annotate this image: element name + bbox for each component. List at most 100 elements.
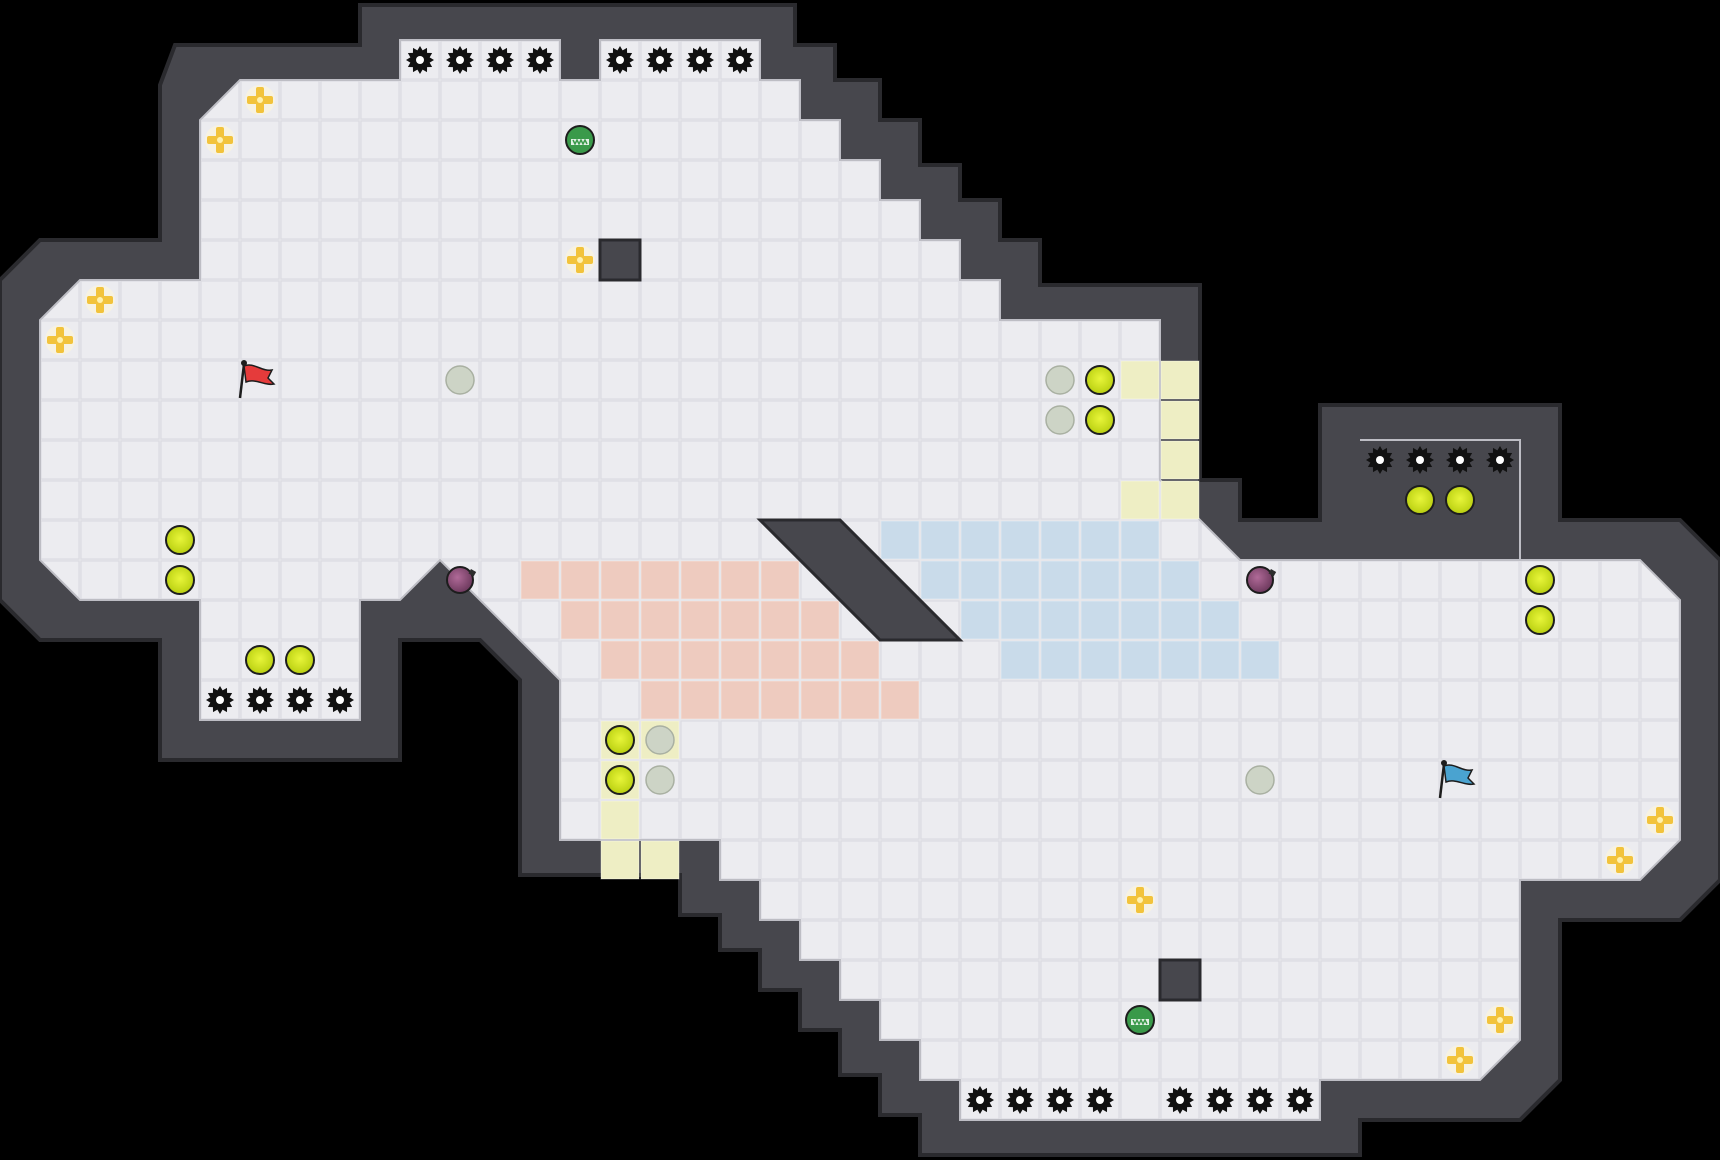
yellow-button[interactable] <box>285 645 315 675</box>
powerup-zigzag <box>572 138 588 146</box>
spike-core <box>1416 456 1424 464</box>
red-flag-icon[interactable] <box>238 360 276 399</box>
spike-core <box>976 1096 984 1104</box>
boost-icon[interactable] <box>205 125 235 155</box>
spike-core <box>416 56 424 64</box>
spike-core <box>1016 1096 1024 1104</box>
yellow-button[interactable] <box>1085 365 1115 395</box>
red-zone-tile <box>720 600 760 640</box>
yellow-button[interactable] <box>165 525 195 555</box>
neutral-button[interactable] <box>645 725 675 755</box>
spike-core <box>536 56 544 64</box>
yellow-button[interactable] <box>245 645 275 675</box>
red-zone-tile <box>800 680 840 720</box>
spike-icon <box>966 1086 994 1114</box>
bomb-icon[interactable] <box>1246 566 1277 594</box>
blue-zone-tile <box>960 560 1000 600</box>
blue-zone-tile <box>1120 640 1160 680</box>
spike-icon <box>726 46 754 74</box>
neutral-button[interactable] <box>1045 405 1075 435</box>
yellow-zone-tile <box>1160 400 1200 440</box>
powerup-zigzag <box>1132 1018 1148 1026</box>
spike-core <box>616 56 624 64</box>
bomb-icon[interactable] <box>446 566 477 594</box>
blue-zone-tile <box>1080 560 1120 600</box>
yellow-button[interactable] <box>1405 485 1435 515</box>
blue-zone-tile <box>1120 560 1160 600</box>
red-zone-tile <box>680 640 720 680</box>
flag-cloth <box>1443 764 1476 786</box>
bomb-fuse <box>1268 569 1277 577</box>
yellow-button[interactable] <box>1525 565 1555 595</box>
boost-center <box>1457 1057 1463 1063</box>
boost-icon[interactable] <box>1605 845 1635 875</box>
yellow-button[interactable] <box>165 565 195 595</box>
blue-zone-tile <box>1000 600 1040 640</box>
blue-flag-icon[interactable] <box>1438 760 1476 799</box>
boost-center <box>1657 817 1663 823</box>
neutral-button[interactable] <box>645 765 675 795</box>
boost-icon[interactable] <box>565 245 595 275</box>
flag-cloth <box>243 364 276 386</box>
spike-core <box>296 696 304 704</box>
red-zone-tile <box>760 560 800 600</box>
spike-icon <box>1286 1086 1314 1114</box>
neutral-button[interactable] <box>1245 765 1275 795</box>
red-zone-tile <box>800 600 840 640</box>
spike-icon <box>1046 1086 1074 1114</box>
yellow-button[interactable] <box>1445 485 1475 515</box>
red-zone-tile <box>720 680 760 720</box>
blue-zone-tile <box>1000 560 1040 600</box>
entity-layer <box>45 46 1675 1114</box>
powerup-icon[interactable] <box>1125 1005 1155 1035</box>
blue-zone-tile <box>1080 640 1120 680</box>
yellow-button[interactable] <box>605 765 635 795</box>
boost-icon[interactable] <box>1485 1005 1515 1035</box>
spike-icon <box>486 46 514 74</box>
spike-icon <box>1486 446 1514 474</box>
blue-zone-tile <box>1080 600 1120 640</box>
boost-center <box>217 137 223 143</box>
blue-zone-tile <box>1040 520 1080 560</box>
powerup-icon[interactable] <box>565 125 595 155</box>
flag-pole-top <box>241 360 247 366</box>
spike-icon <box>646 46 674 74</box>
blue-zone-tile <box>1200 600 1240 640</box>
neutral-button[interactable] <box>445 365 475 395</box>
yellow-button[interactable] <box>605 725 635 755</box>
boost-center <box>257 97 263 103</box>
boost-icon[interactable] <box>1645 805 1675 835</box>
red-zone-tile <box>720 640 760 680</box>
bomb-fuse <box>468 569 477 577</box>
neutral-button[interactable] <box>1045 365 1075 395</box>
red-zone-tile <box>760 600 800 640</box>
boost-icon[interactable] <box>245 85 275 115</box>
blue-zone-tile <box>1000 520 1040 560</box>
red-zone-tile <box>640 680 680 720</box>
red-zone-tile <box>680 600 720 640</box>
blue-zone-tile <box>1080 520 1120 560</box>
yellow-zone-tile <box>1120 360 1160 400</box>
spike-core <box>336 696 344 704</box>
blue-zone-tile <box>1160 600 1200 640</box>
red-zone-tile <box>720 560 760 600</box>
boost-icon[interactable] <box>1445 1045 1475 1075</box>
blue-zone-tile <box>960 520 1000 560</box>
red-zone-tile <box>840 680 880 720</box>
yellow-zone-tile <box>1120 480 1160 520</box>
bomb-body <box>446 566 474 594</box>
spike-core <box>1296 1096 1304 1104</box>
boost-icon[interactable] <box>45 325 75 355</box>
yellow-button[interactable] <box>1085 405 1115 435</box>
boost-icon[interactable] <box>1125 885 1155 915</box>
blue-zone-tile <box>960 600 1000 640</box>
blue-zone <box>880 520 1280 680</box>
spike-icon <box>406 46 434 74</box>
spike-core <box>696 56 704 64</box>
blue-zone-tile <box>920 520 960 560</box>
boost-icon[interactable] <box>85 285 115 315</box>
red-zone-tile <box>800 640 840 680</box>
flag-pole <box>238 363 246 399</box>
yellow-button[interactable] <box>1525 605 1555 635</box>
